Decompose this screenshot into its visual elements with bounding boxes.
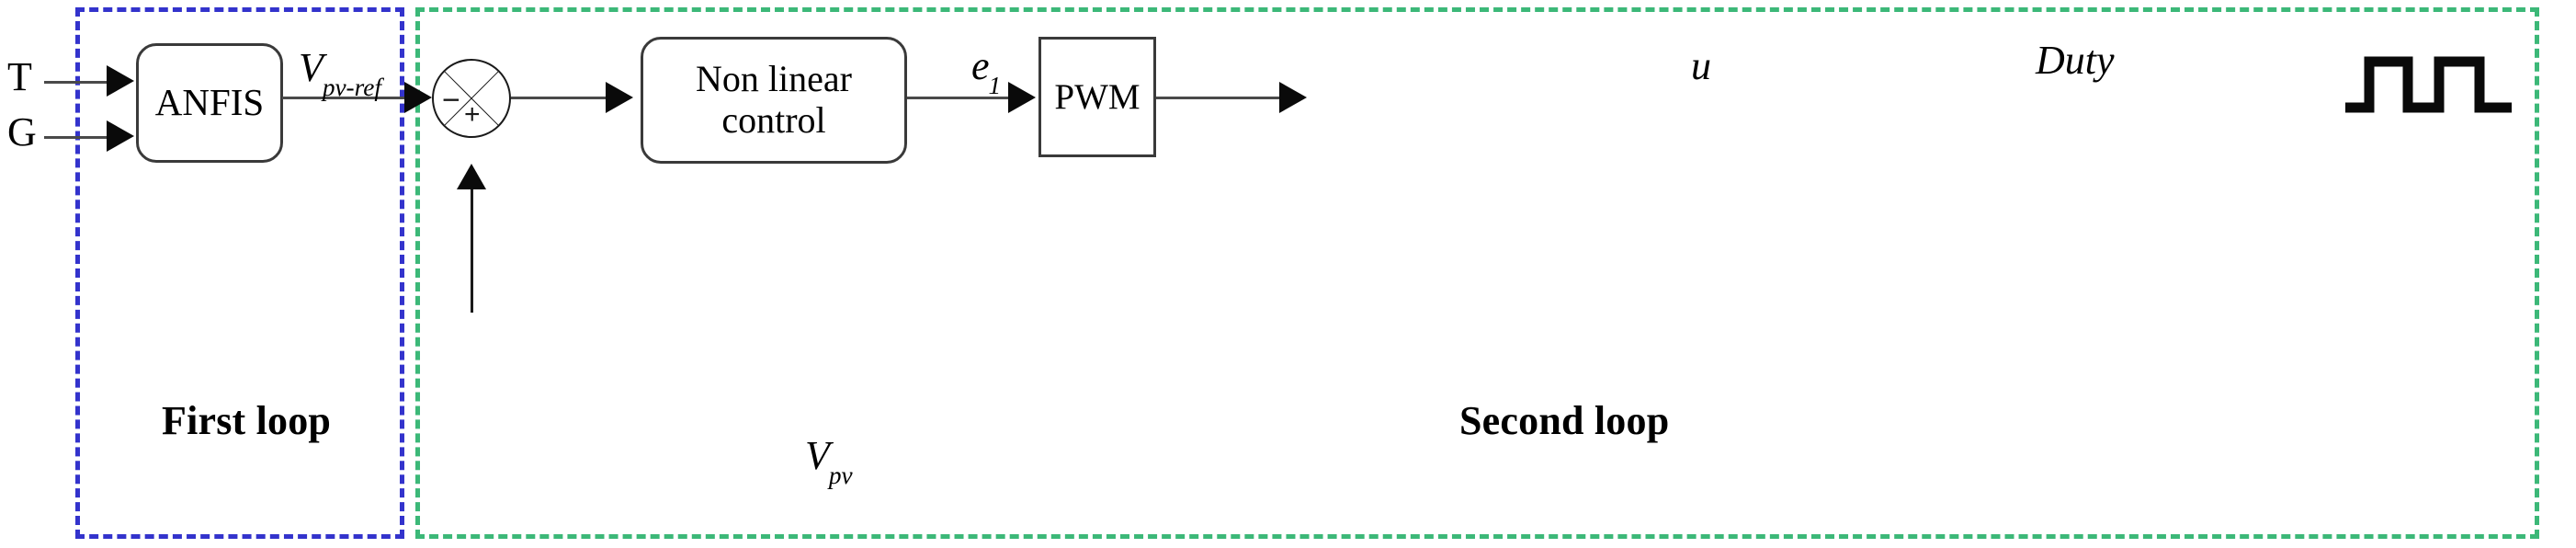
line-temperature-to-anfis — [44, 81, 118, 84]
signal-e1-subscript: 1 — [988, 71, 1002, 99]
line-anfis-to-sum — [282, 97, 425, 99]
block-nonlinear-control[interactable]: Non linear control — [641, 37, 907, 164]
line-sum-to-nonlinear — [511, 97, 626, 99]
arrowhead-temperature-input — [107, 65, 134, 97]
sum-plus-sign: + — [464, 99, 481, 130]
arrowhead-vpvref-into-sum — [404, 82, 432, 113]
block-nonlinear-label-line2: control — [721, 99, 826, 141]
signal-label-e1: e1 — [971, 42, 1002, 99]
input-label-temperature: T — [7, 54, 32, 99]
line-nonlinear-to-pwm — [907, 97, 1025, 99]
signal-vpvref-base: V — [299, 45, 323, 90]
first-loop-boundary — [75, 7, 404, 539]
block-nonlinear-label-line1: Non linear — [696, 58, 852, 100]
block-anfis-label: ANFIS — [154, 81, 265, 124]
block-pwm-label: PWM — [1054, 76, 1140, 117]
signal-label-vpv: Vpv — [805, 432, 854, 489]
line-irradiance-to-anfis — [44, 136, 118, 139]
signal-u-base: u — [1691, 43, 1711, 88]
second-loop-boundary — [415, 7, 2539, 539]
second-loop-label: Second loop — [1459, 398, 1670, 443]
sum-minus-sign: − — [442, 83, 460, 118]
block-pwm[interactable]: PWM — [1038, 37, 1156, 157]
summing-junction[interactable]: − + — [432, 59, 511, 138]
pwm-pulse-waveform-icon — [2345, 56, 2512, 113]
signal-vpv-base: V — [805, 433, 830, 478]
arrowhead-duty-output — [1279, 82, 1307, 113]
signal-label-duty: Duty — [2036, 37, 2115, 84]
signal-vpvref-subscript: pv-ref — [322, 73, 381, 101]
arrowhead-irradiance-input — [107, 120, 134, 152]
line-vpv-feedback — [471, 188, 473, 313]
arrowhead-u-into-pwm — [1008, 82, 1036, 113]
input-label-irradiance: G — [7, 109, 37, 154]
signal-vpv-subscript: pv — [828, 461, 853, 489]
first-loop-label: First loop — [162, 398, 332, 443]
signal-duty-base: Duty — [2036, 38, 2115, 83]
arrowhead-e1-into-nonlinear — [606, 82, 633, 113]
signal-e1-base: e — [971, 43, 990, 88]
signal-label-u: u — [1691, 42, 1711, 89]
signal-label-vpv-ref: Vpv-ref — [299, 44, 382, 101]
block-anfis[interactable]: ANFIS — [136, 43, 283, 163]
line-pwm-to-output — [1156, 97, 1296, 99]
arrowhead-vpv-into-sum — [457, 164, 486, 189]
